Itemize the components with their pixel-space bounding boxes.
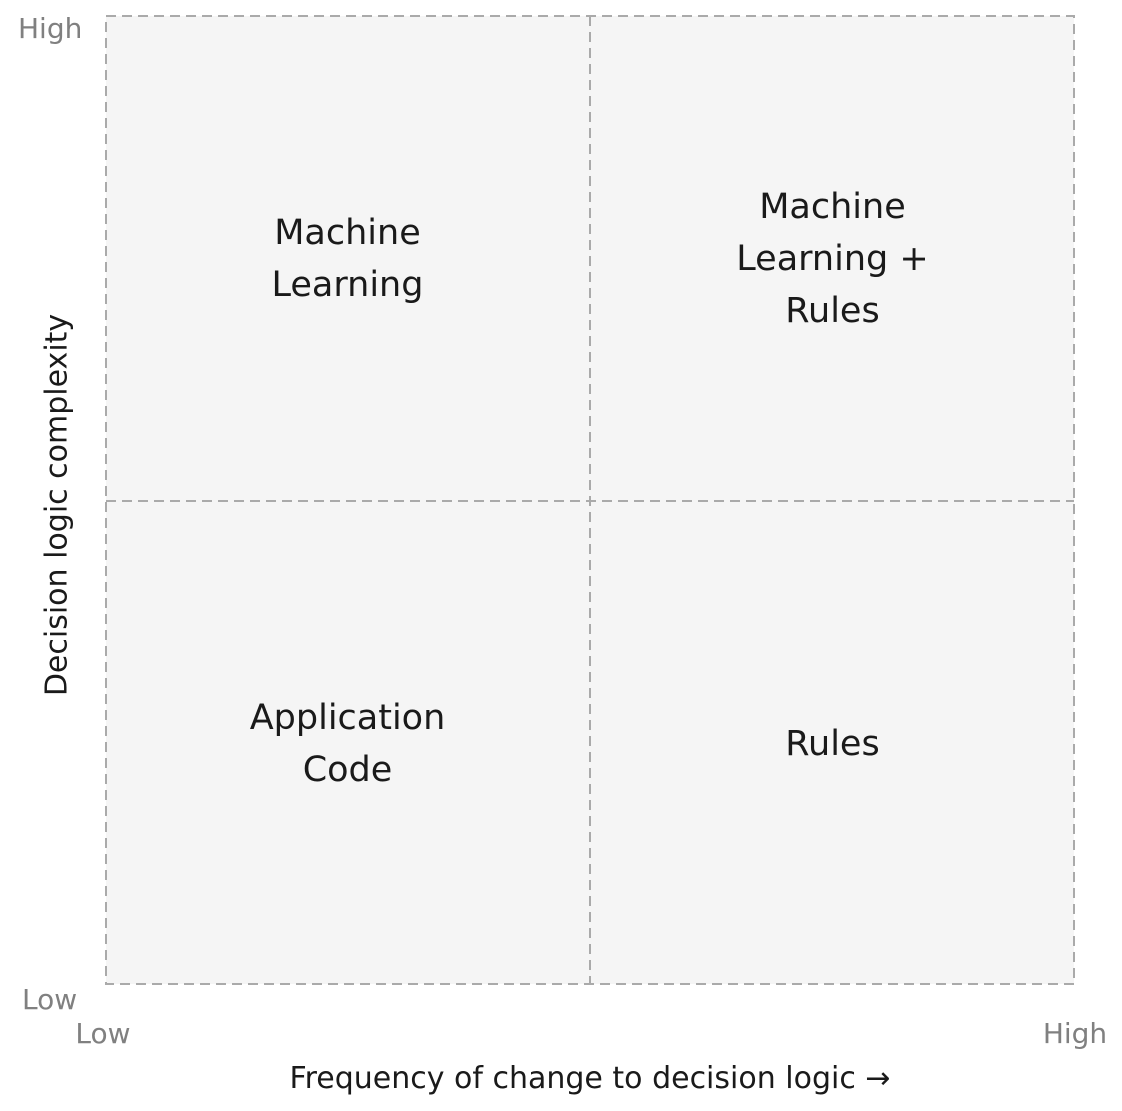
y-axis-title: Decision logic complexity: [39, 313, 75, 697]
x-axis-max-tick-label: High: [1042, 1017, 1108, 1050]
y-axis-min-tick-label: Low: [22, 983, 78, 1016]
x-axis-title: Frequency of change to decision logic →: [289, 1061, 891, 1096]
y-axis-max-tick-label: High: [18, 12, 83, 45]
x-axis-min-tick-label: Low: [75, 1017, 131, 1050]
